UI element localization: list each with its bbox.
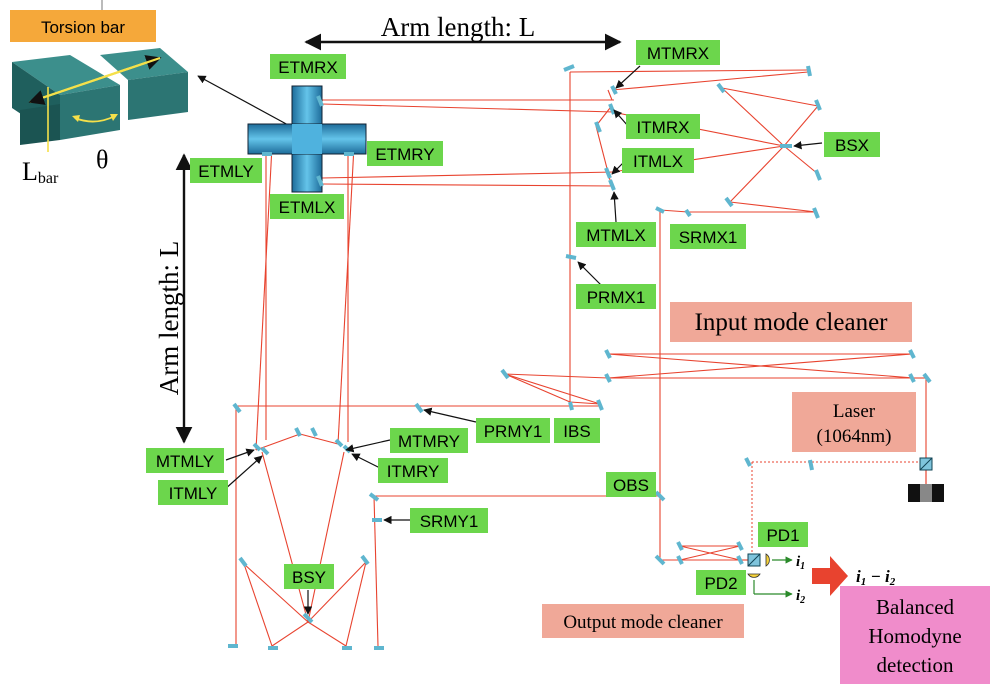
label-mtmrx: MTMRX (647, 44, 709, 63)
pd2-icon (747, 573, 761, 578)
laser-source-icon (908, 457, 944, 502)
label-mtmry: MTMRY (398, 432, 460, 451)
label-pd2: PD2 (704, 574, 737, 593)
mirror-prmx1 (565, 254, 577, 260)
mirror-itmlx (604, 167, 612, 179)
mirror-mtmrx (610, 85, 618, 95)
mirror-prmy1 (414, 402, 424, 414)
output-mode-cleaner-label: Output mode cleaner (563, 612, 723, 633)
homodyne-line3: detection (877, 653, 954, 677)
mirror-mtmlx (608, 179, 616, 191)
pointer-arrows (223, 65, 823, 615)
label-bsx: BSX (835, 136, 869, 155)
mirror-bsy (302, 612, 314, 624)
theta-label: θ (96, 145, 108, 174)
label-srmy1: SRMY1 (420, 512, 479, 531)
label-itmlx: ITMLX (633, 152, 683, 171)
balanced-homodyne-box (840, 586, 990, 684)
component-labels: ETMRX ETMRY ETMLY ETMLX MTMRX ITMRX ITML… (146, 40, 880, 595)
label-itmry: ITMRY (387, 462, 440, 481)
label-prmx1: PRMX1 (587, 288, 646, 307)
mirror-itmly (260, 446, 270, 456)
mirror-prm-top (563, 64, 575, 72)
input-mode-cleaner-label: Input mode cleaner (695, 309, 889, 336)
mirrors (228, 64, 932, 650)
difference-label: i1 − i2 (856, 567, 896, 588)
arm-y-label: Arm length: L (154, 241, 184, 395)
label-pd1: PD1 (766, 526, 799, 545)
mirror-obs (654, 490, 666, 502)
arm-x-label: Arm length: L (381, 12, 535, 42)
label-bsy: BSY (292, 568, 326, 587)
label-ibs: IBS (563, 422, 590, 441)
torsion-bar-inset: Torsion bar Lbar θ (0, 0, 200, 190)
label-srmx1: SRMX1 (679, 228, 738, 247)
laser-box (792, 392, 916, 452)
torsion-bar-label-box (10, 10, 156, 42)
torsion-bar-title: Torsion bar (41, 18, 125, 37)
laser-label-line2: (1064nm) (817, 426, 892, 447)
laser-beams (235, 69, 927, 647)
label-etmly: ETMLY (198, 162, 253, 181)
label-itmly: ITMLY (169, 484, 218, 503)
subtraction-arrow (812, 556, 848, 596)
label-obs: OBS (613, 476, 649, 495)
homodyne-line2: Homodyne (868, 624, 961, 648)
mirror-mtmly (252, 442, 262, 452)
homodyne-detector: i1 i2 i1 − i2 (747, 553, 896, 606)
mirror-srmx1 (684, 208, 692, 218)
torsion-bar-icon (12, 48, 188, 152)
mirror-mtmry (334, 438, 344, 448)
homodyne-line1: Balanced (876, 595, 955, 619)
pd1-icon (765, 553, 770, 567)
cross-test-mass (247, 85, 367, 193)
label-prmy1: PRMY1 (484, 422, 543, 441)
inset-pointer-arrow (197, 75, 291, 127)
label-etmlx: ETMLX (279, 198, 336, 217)
mirror-itmrx (608, 103, 616, 115)
label-etmrx: ETMRX (278, 58, 338, 77)
label-mtmlx: MTMLX (586, 226, 646, 245)
label-itmrx: ITMRX (637, 118, 690, 137)
mirror-ibs (568, 401, 574, 411)
laser-label-line1: Laser (833, 401, 876, 422)
lbar-label: Lbar (22, 157, 59, 187)
i1-label: i1 (796, 554, 805, 572)
label-etmry: ETMRY (375, 145, 434, 164)
input-mode-cleaner-box (670, 302, 912, 342)
output-mode-cleaner-box (542, 604, 744, 638)
i2-label: i2 (796, 588, 805, 606)
label-mtmly: MTMLY (156, 452, 214, 471)
